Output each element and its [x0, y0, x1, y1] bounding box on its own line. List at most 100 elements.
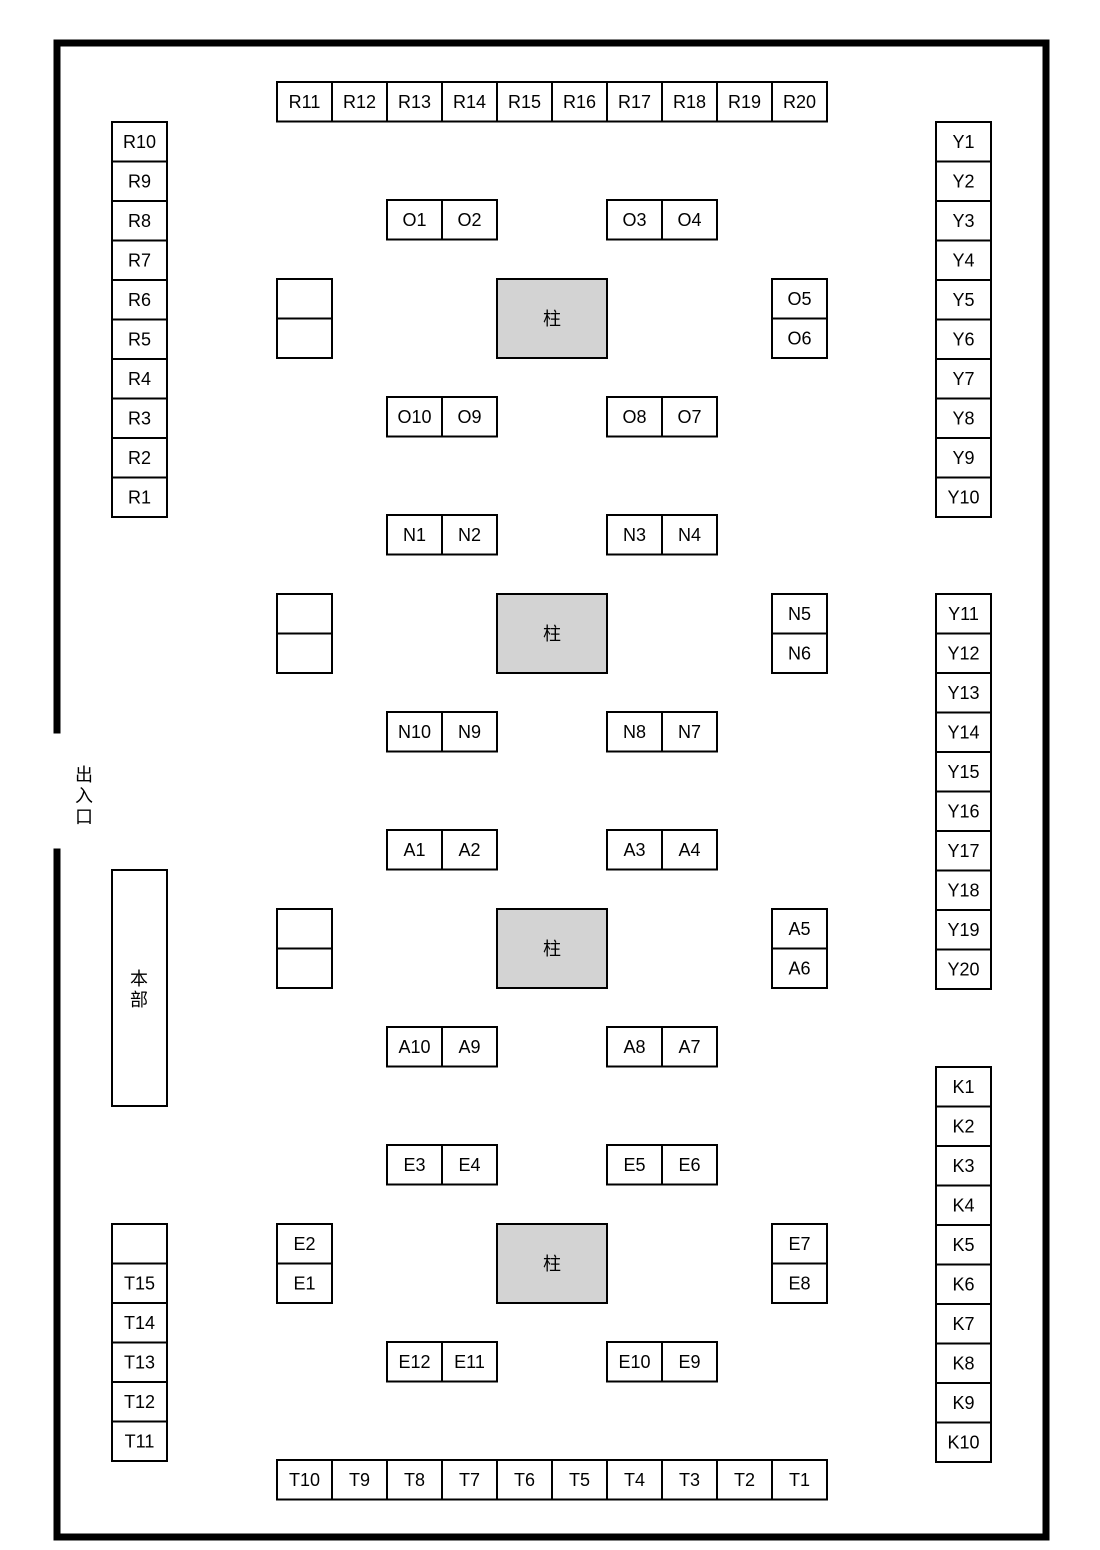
booth-label: Y19 — [947, 920, 979, 940]
booth-label: E12 — [398, 1352, 430, 1372]
booth-Y16: Y16 — [935, 790, 992, 832]
booth-R17: R17 — [606, 81, 663, 123]
booth-label: A10 — [398, 1037, 430, 1057]
booth-label: Y20 — [947, 959, 979, 979]
booth-label: N1 — [403, 525, 426, 545]
booth-Y7: Y7 — [935, 358, 992, 400]
booth-Y1: Y1 — [935, 121, 992, 163]
booth-N2: N2 — [441, 514, 498, 556]
booth-Y3: Y3 — [935, 200, 992, 242]
booth-O4: O4 — [661, 199, 718, 241]
booth-label: K6 — [952, 1274, 974, 1294]
booth-R9: R9 — [111, 160, 168, 202]
booth-O2: O2 — [441, 199, 498, 241]
booth-label: E6 — [678, 1155, 700, 1175]
booth-label: Y3 — [952, 211, 974, 231]
booth-A6: A6 — [771, 947, 828, 989]
pillar-label: 柱 — [543, 939, 561, 960]
booth-Y15: Y15 — [935, 751, 992, 793]
booth-K2: K2 — [935, 1105, 992, 1147]
booth-label: N6 — [788, 643, 811, 663]
headquarters-desk: 本部 — [111, 869, 168, 1107]
booth-R14: R14 — [441, 81, 498, 123]
booth-label: R2 — [128, 448, 151, 468]
booth-R3: R3 — [111, 397, 168, 439]
booth-A7: A7 — [661, 1026, 718, 1068]
booth-label: R8 — [128, 211, 151, 231]
booth-label: T12 — [124, 1392, 155, 1412]
booth-label: K2 — [952, 1116, 974, 1136]
booth-empty — [276, 908, 333, 950]
booth-N4: N4 — [661, 514, 718, 556]
booth-E12: E12 — [386, 1341, 443, 1383]
booth-T9: T9 — [331, 1459, 388, 1501]
booth-label: O6 — [787, 328, 811, 348]
booth-E1: E1 — [276, 1262, 333, 1304]
booth-label: T8 — [404, 1470, 425, 1490]
booth-empty — [111, 1223, 168, 1265]
svg-text:本部: 本部 — [130, 969, 148, 1011]
booth-label: A2 — [458, 840, 480, 860]
booth-label: T6 — [514, 1470, 535, 1490]
booth-label: K8 — [952, 1353, 974, 1373]
booth-label: O8 — [622, 407, 646, 427]
booth-label: A8 — [623, 1037, 645, 1057]
booth-O8: O8 — [606, 396, 663, 438]
booth-label: N5 — [788, 604, 811, 624]
booth-label: O9 — [457, 407, 481, 427]
booth-label: R14 — [453, 92, 486, 112]
booth-label: T2 — [734, 1470, 755, 1490]
booth-label: E3 — [403, 1155, 425, 1175]
booth-label: T15 — [124, 1273, 155, 1293]
booth-label: A5 — [788, 919, 810, 939]
booth-label: O4 — [677, 210, 701, 230]
svg-text:出入口: 出入口 — [75, 765, 93, 828]
entrance-label: 出入口 — [75, 765, 93, 828]
booth-O10: O10 — [386, 396, 443, 438]
booth-Y9: Y9 — [935, 437, 992, 479]
booth-label: E11 — [454, 1352, 485, 1372]
booth-label: E7 — [788, 1234, 810, 1254]
booth-E4: E4 — [441, 1144, 498, 1186]
booth-R2: R2 — [111, 437, 168, 479]
booth-label: R17 — [618, 92, 651, 112]
pillar-label: 柱 — [543, 309, 561, 330]
booth-T11: T11 — [111, 1420, 168, 1462]
booth-label: R1 — [128, 487, 151, 507]
booth-label: E2 — [293, 1234, 315, 1254]
booth-label: R18 — [673, 92, 706, 112]
booth-label: R3 — [128, 408, 151, 428]
booth-O9: O9 — [441, 396, 498, 438]
booth-label: Y6 — [952, 329, 974, 349]
booth-E11: E11 — [441, 1341, 498, 1383]
booth-R20: R20 — [771, 81, 828, 123]
booth-label: Y17 — [947, 841, 979, 861]
booth-label: R12 — [343, 92, 376, 112]
booth-label: K1 — [952, 1077, 974, 1097]
booth-label: R20 — [783, 92, 816, 112]
booth-A10: A10 — [386, 1026, 443, 1068]
booth-O5: O5 — [771, 278, 828, 320]
booth-R18: R18 — [661, 81, 718, 123]
booth-label: E10 — [618, 1352, 650, 1372]
booth-R1: R1 — [111, 476, 168, 518]
booth-R12: R12 — [331, 81, 388, 123]
booth-label: T5 — [569, 1470, 590, 1490]
booth-E6: E6 — [661, 1144, 718, 1186]
booth-label: E4 — [458, 1155, 480, 1175]
booth-K5: K5 — [935, 1224, 992, 1266]
booth-label: R9 — [128, 171, 151, 191]
pillar-label: 柱 — [543, 624, 561, 645]
booth-T15: T15 — [111, 1262, 168, 1304]
wall-outline — [53, 39, 1050, 1541]
booth-O3: O3 — [606, 199, 663, 241]
booth-label: T3 — [679, 1470, 700, 1490]
booth-label: O1 — [402, 210, 426, 230]
booth-label: A6 — [788, 958, 810, 978]
booth-R4: R4 — [111, 358, 168, 400]
booth-O7: O7 — [661, 396, 718, 438]
booth-empty — [276, 278, 333, 320]
